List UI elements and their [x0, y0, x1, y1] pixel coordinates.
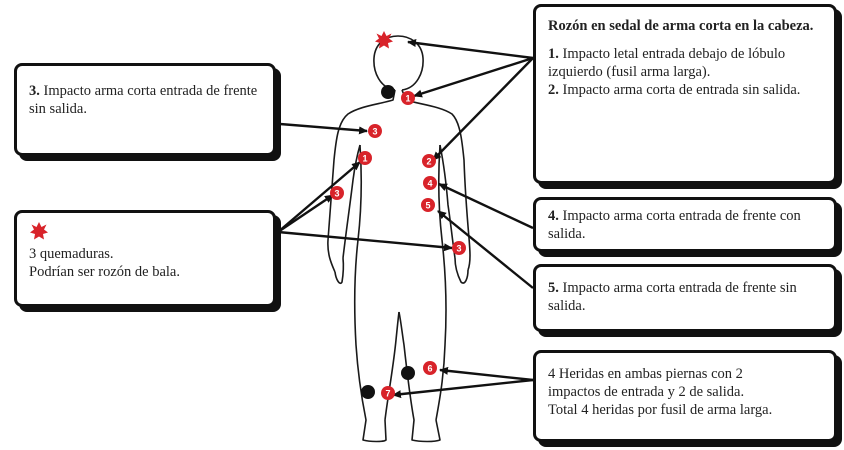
- marker-6-leg: 6: [427, 364, 432, 374]
- arrow-leg-6: [439, 366, 534, 382]
- exit-wound-leg-left: [361, 385, 375, 399]
- marker-7-leg: 7: [385, 389, 390, 399]
- arrow-neck-1: [413, 56, 534, 98]
- chest-wound-box: 3. Impacto arma corta entrada de frente …: [14, 63, 276, 156]
- exit-wound-leg-right: [401, 366, 415, 380]
- burn-star-icon: [30, 222, 48, 240]
- legs-line-3: Total 4 heridas por fusil de arma larga.: [548, 402, 773, 418]
- arrow-arm-4: [438, 182, 534, 230]
- burns-line-1: 3 quemaduras.: [29, 246, 114, 262]
- marker-2-arm: 2: [426, 157, 431, 167]
- marker-4-arm: 4: [427, 179, 432, 189]
- arrow-burn-3: [277, 194, 334, 233]
- arrow-burn-hand: [277, 230, 453, 252]
- arm-wound-5-box: 5. Impacto arma corta entrada de frente …: [533, 264, 837, 332]
- head-burn-star-icon: [375, 31, 393, 49]
- arm-wound-4-box: 4. Impacto arma corta entrada de frente …: [533, 197, 837, 252]
- legs-line-2: impactos de entrada y 2 de salida.: [548, 384, 745, 400]
- marker-1-neck: 1: [405, 94, 410, 104]
- arrow-chest-3: [279, 122, 368, 135]
- legs-line-1: 4 Heridas en ambas piernas con 2: [548, 366, 743, 382]
- arrow-burn-1: [277, 161, 361, 233]
- arrows: [277, 39, 534, 399]
- marker-1-arm: 1: [362, 154, 367, 164]
- marker-5-arm: 5: [425, 201, 430, 211]
- marker-3-hand: 3: [456, 244, 461, 254]
- head-item-1: 1. Impacto letal entrada debajo de lóbul…: [548, 46, 786, 80]
- burns-line-2: Podrían ser rozón de bala.: [29, 264, 180, 280]
- head-item-2: 2. Impacto arma corta de entrada sin sal…: [548, 82, 801, 98]
- head-box-title: Rozón en sedal de arma corta en la cabez…: [548, 18, 814, 34]
- arrow-leg-7: [392, 378, 534, 399]
- arrow-head-wound: [407, 39, 534, 60]
- arrow-arm-5: [437, 210, 534, 289]
- exit-wound-neck: [381, 85, 395, 99]
- head-wounds-box: Rozón en sedal de arma corta en la cabez…: [533, 4, 837, 184]
- arrow-arm-2: [432, 57, 534, 161]
- marker-3-arm-left: 3: [334, 189, 339, 199]
- leg-wounds-box: 4 Heridas en ambas piernas con 2 impacto…: [533, 350, 837, 442]
- marker-3-chest: 3: [372, 127, 377, 137]
- burns-box: 3 quemaduras. Podrían ser rozón de bala.: [14, 210, 276, 307]
